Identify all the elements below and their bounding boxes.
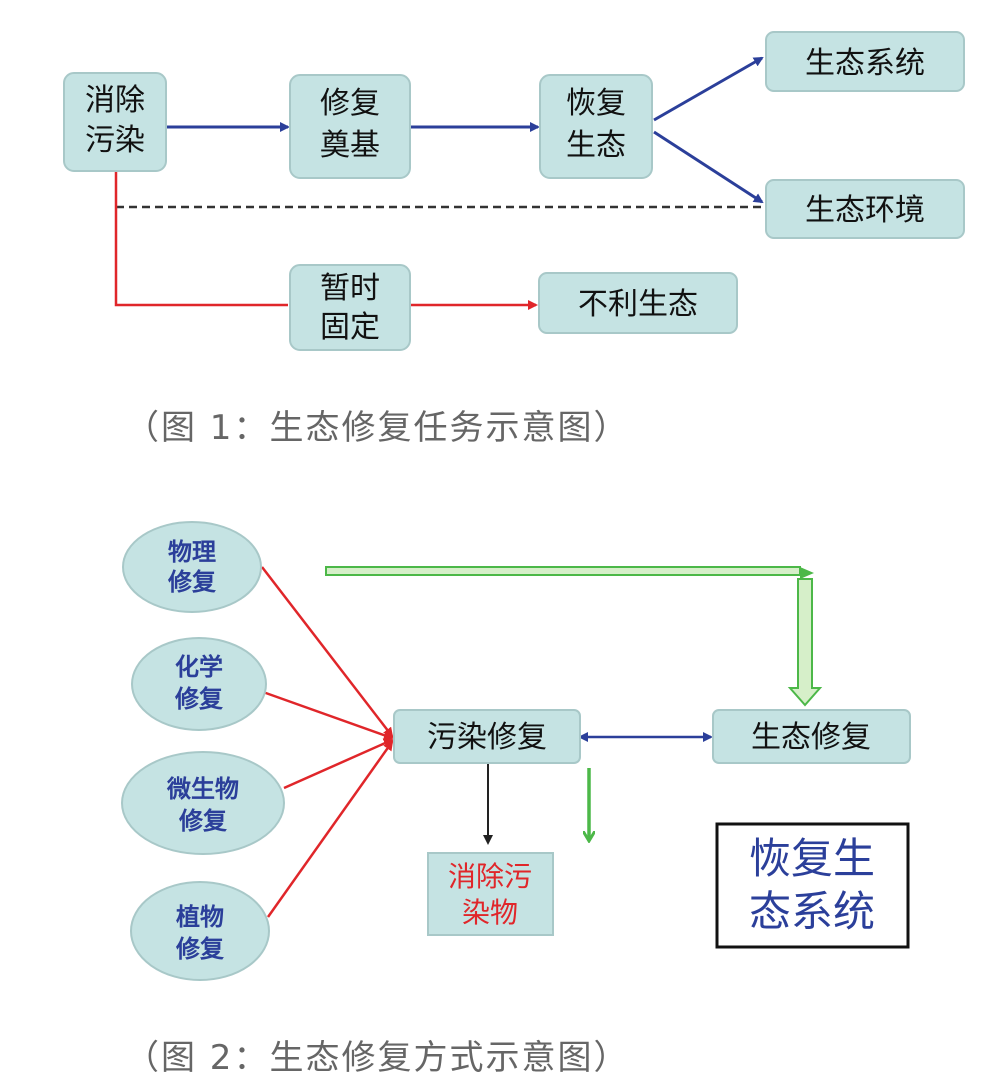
node-pollution-repair-label: 污染修复 xyxy=(427,720,547,755)
node-restore-ecosystem-line2: 态系统 xyxy=(749,887,875,936)
node-bad-ecology-label: 不利生态 xyxy=(578,287,698,322)
edge-plant-to-pollution xyxy=(266,740,394,918)
caption-figure-2: （图 2：生态修复方式示意图） xyxy=(125,1038,630,1078)
edge-chemical-to-pollution xyxy=(262,690,394,741)
node-restore-ecology: 恢复 生态 xyxy=(539,74,653,179)
node-physical-repair: 物理 修复 xyxy=(122,521,262,613)
node-eco-repair: 生态修复 xyxy=(712,709,911,764)
node-restore-ecology-line2: 生态 xyxy=(566,128,626,163)
node-physical-line1: 物理 xyxy=(168,538,216,566)
edge-microbial-to-pollution xyxy=(283,738,394,790)
node-eco-environment: 生态环境 xyxy=(765,179,965,239)
node-temp-fix-line2: 固定 xyxy=(320,310,380,345)
node-physical-line2: 修复 xyxy=(167,568,217,596)
node-repair-foundation-line1: 修复 xyxy=(320,86,380,121)
node-remove-pollution-line1: 消除 xyxy=(85,83,145,118)
node-plant-line1: 植物 xyxy=(176,903,224,931)
node-repair-foundation-line2: 奠基 xyxy=(320,128,380,163)
edge-restore-to-environment xyxy=(653,130,764,204)
node-plant-line2: 修复 xyxy=(175,935,225,963)
node-restore-ecosystem-line1: 恢复生 xyxy=(749,834,875,883)
node-restore-ecology-line1: 恢复 xyxy=(566,86,626,121)
node-remove-pollutants: 消除污 染物 xyxy=(427,852,554,936)
edge-remove-to-tempfix xyxy=(114,170,288,307)
node-bad-ecology: 不利生态 xyxy=(538,272,738,334)
node-chemical-repair: 化学 修复 xyxy=(131,637,267,731)
node-pollution-repair: 污染修复 xyxy=(393,709,581,764)
node-eco-environment-label: 生态环境 xyxy=(805,193,925,228)
edge-physical-to-pollution xyxy=(261,566,394,738)
node-plant-repair: 植物 修复 xyxy=(130,881,270,981)
node-ecosystem-label: 生态系统 xyxy=(805,46,925,81)
node-microbial-line1: 微生物 xyxy=(166,775,239,803)
node-temp-fix-line1: 暂时 xyxy=(320,271,380,306)
caption-figure-1: （图 1：生态修复任务示意图） xyxy=(125,408,630,448)
node-temp-fix: 暂时 固定 xyxy=(289,264,411,351)
node-remove-pollutants-line2: 染物 xyxy=(462,896,518,929)
edge-restore-to-ecosystem xyxy=(653,56,764,122)
node-ecosystem: 生态系统 xyxy=(765,31,965,92)
node-microbial-line2: 修复 xyxy=(178,807,228,835)
node-microbial-repair: 微生物 修复 xyxy=(121,751,285,855)
node-restore-ecosystem: 恢复生 态系统 xyxy=(715,822,910,949)
node-repair-foundation: 修复 奠基 xyxy=(289,74,411,179)
node-remove-pollutants-line1: 消除污 xyxy=(448,860,532,893)
green-flow-arrow xyxy=(325,566,823,707)
node-eco-repair-label: 生态修复 xyxy=(751,720,871,755)
node-chemical-line1: 化学 xyxy=(175,653,223,681)
node-remove-pollution: 消除 污染 xyxy=(63,72,167,172)
node-chemical-line2: 修复 xyxy=(174,685,224,713)
node-remove-pollution-line2: 污染 xyxy=(85,123,145,158)
